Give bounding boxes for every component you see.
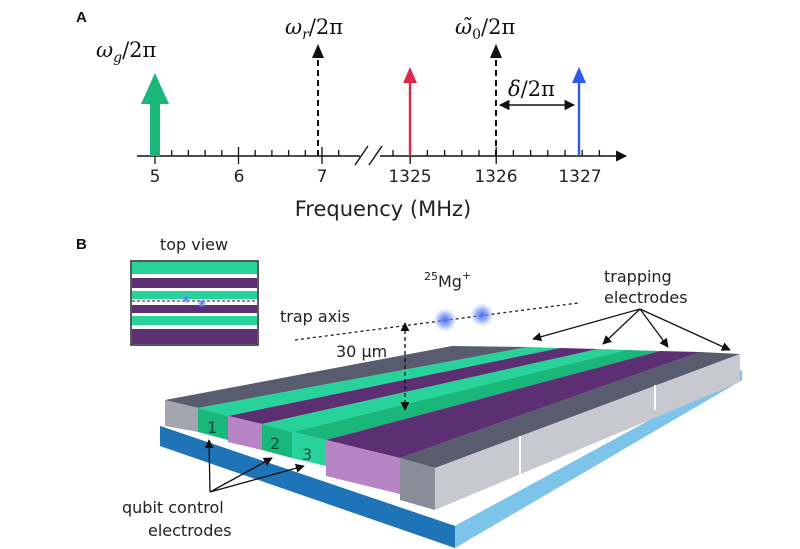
ion-icon: [197, 298, 207, 308]
electrode-array: [165, 346, 740, 510]
omega-g-label-text: ω: [96, 38, 113, 62]
tick-label: 1326: [474, 167, 517, 187]
tick-label: 1325: [388, 167, 431, 187]
omega-g-label: ωg/2π: [96, 38, 157, 66]
ion-label: 25Mg+: [424, 269, 471, 291]
ion-icon: [433, 308, 457, 332]
qubit-control-label: qubit control: [122, 498, 224, 517]
electrode-number: 3: [302, 445, 312, 464]
axis-break-mark: [354, 145, 369, 166]
top-view-inset: [130, 260, 259, 346]
blue-arrow: [572, 67, 586, 156]
tick-label: 5: [150, 167, 161, 187]
frequency-axis: [137, 145, 628, 166]
trapping-electrodes-label: electrodes: [604, 288, 688, 307]
axis-break-mark: [368, 145, 383, 166]
distance-label: 30 μm: [336, 342, 387, 361]
red-arrow: [403, 67, 417, 156]
omega-0-arrow: [490, 44, 502, 156]
tick-label: 6: [234, 167, 245, 187]
ion-icon: [470, 303, 494, 327]
electrode-number: 1: [207, 418, 217, 437]
tick-label: 1327: [558, 167, 601, 187]
panel-a-letter: A: [76, 9, 87, 26]
panel-b-letter: B: [76, 236, 87, 253]
green-arrow: [141, 73, 169, 156]
qubit-control-label: electrodes: [148, 521, 232, 540]
top-view-label: top view: [160, 235, 228, 254]
electrode-number: 2: [270, 434, 280, 453]
omega-r-arrow: [312, 44, 324, 156]
trapping-electrodes-label: trapping: [604, 267, 672, 286]
substrate: [160, 370, 742, 548]
qubit-pointers: [204, 439, 305, 493]
ion-icon: [181, 294, 191, 304]
delta-label: δ/2π: [508, 77, 555, 101]
trapping-pointers: [532, 308, 731, 351]
omega-0-label: ω̃0/2π: [455, 15, 515, 43]
tick-label: 7: [317, 167, 328, 187]
axis-title: Frequency (MHz): [295, 197, 471, 221]
omega-r-label: ωr/2π: [285, 15, 343, 43]
trap-axis-label: trap axis: [280, 307, 350, 326]
